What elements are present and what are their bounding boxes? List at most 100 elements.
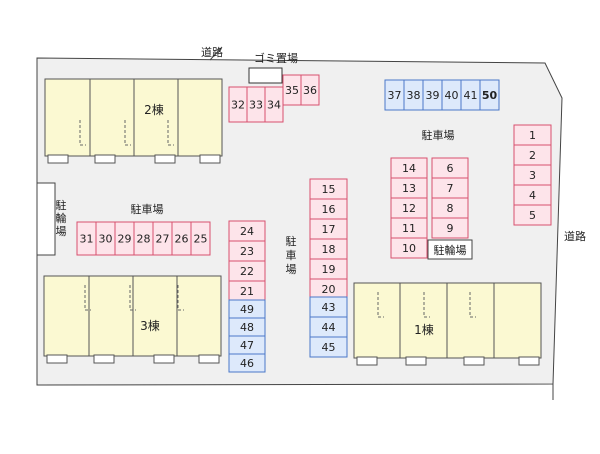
stair-mark [124, 120, 131, 146]
parking-spot-number: 27 [156, 233, 170, 246]
road-top-leader [209, 46, 223, 61]
building-1-unit [353, 282, 401, 359]
bike-area-east [427, 239, 473, 260]
parking-spot [390, 237, 428, 259]
stair-mark [79, 120, 86, 146]
parking-label-ne: 駐車場 [422, 128, 455, 142]
parking-spot [300, 74, 320, 106]
parking-spot-number: 49 [240, 303, 254, 316]
parking-spot-number: 32 [231, 99, 245, 112]
parking-spot-number: 10 [402, 242, 416, 255]
stair-mark [423, 292, 430, 318]
parking-spot-number: 45 [322, 341, 336, 354]
parking-spot-number: 37 [388, 89, 402, 102]
parking-spot-number: 8 [447, 202, 454, 215]
garbage-area [248, 67, 283, 84]
building-2-unit [177, 78, 223, 157]
parking-spot-number: 38 [407, 89, 421, 102]
parking-spot-number: 18 [322, 243, 336, 256]
parking-spot-number: 34 [267, 99, 281, 112]
building-3-label: 3棟 [140, 318, 160, 333]
parking-spot-number: 43 [322, 301, 336, 314]
parking-spot-number: 3 [529, 169, 536, 182]
building-1-unit [399, 282, 448, 359]
parking-spot-number: 1 [529, 129, 536, 142]
parking-spot-number: 35 [285, 84, 299, 97]
building-1-entrance [518, 356, 540, 366]
parking-spot-number: 7 [447, 182, 454, 195]
parking-spot-number: 22 [240, 265, 254, 278]
building-3-unit [88, 275, 134, 357]
building-2-entrance [47, 154, 69, 164]
stair-mark [84, 285, 91, 311]
garbage-label: ゴミ置場 [254, 51, 298, 65]
building-2-unit [133, 78, 179, 157]
stair-mark [129, 285, 136, 311]
building-3-unit [176, 275, 222, 357]
parking-spot-number: 50 [482, 89, 498, 102]
parking-spot-number: 33 [249, 99, 263, 112]
building-1-entrance [405, 356, 427, 366]
building-3-unit [43, 275, 90, 357]
parking-spot-number: 14 [402, 162, 416, 175]
parking-spot-number: 39 [426, 89, 440, 102]
building-3-unit [132, 275, 178, 357]
bike-area-west [36, 182, 56, 256]
road-label-top: 道路 [201, 45, 223, 59]
parking-spot-number: 9 [447, 222, 454, 235]
building-2-entrance [199, 154, 221, 164]
buildings [43, 78, 542, 366]
parking-spot-number: 47 [240, 339, 254, 352]
building-3-entrance [153, 354, 175, 364]
building-2-unit [44, 78, 91, 157]
parking-spot-number: 21 [240, 285, 254, 298]
building-2-entrance [94, 154, 116, 164]
parking-spot-number: 28 [137, 233, 151, 246]
building-2-unit [89, 78, 135, 157]
parking-spot-number: 4 [529, 189, 536, 202]
parking-spot-number: 26 [175, 233, 189, 246]
vertical-label: 駐輪場 [56, 198, 67, 238]
stair-mark [469, 292, 476, 318]
stair-mark [167, 120, 174, 146]
parking-spot-number: 12 [402, 202, 416, 215]
parking-spot [479, 79, 500, 111]
building-1-unit [493, 282, 542, 359]
building-1-entrance [356, 356, 378, 366]
road-label-right: 道路 [564, 229, 586, 243]
parking-spot-number: 29 [118, 233, 132, 246]
building-2-entrance [154, 154, 176, 164]
stair-mark [177, 285, 184, 311]
parking-spot-number: 31 [80, 233, 94, 246]
parking-spot-number: 48 [240, 321, 254, 334]
building-3-entrance [46, 354, 68, 364]
parking-spot [228, 353, 266, 373]
building-3-entrance [198, 354, 220, 364]
parking-spot [190, 221, 211, 256]
stair-mark [377, 292, 384, 318]
building-2-label: 2棟 [144, 102, 164, 117]
parking-spot-number: 25 [194, 233, 208, 246]
parking-spot-number: 41 [464, 89, 478, 102]
parking-spot-number: 2 [529, 149, 536, 162]
parking-spot-number: 5 [529, 209, 536, 222]
parking-spot-number: 16 [322, 203, 336, 216]
parking-spot-number: 19 [322, 263, 336, 276]
bike-label-east: 駐輪場 [434, 243, 467, 257]
parking-spot-number: 11 [402, 222, 416, 235]
parking-spot-number: 6 [447, 162, 454, 175]
parking-spot-number: 24 [240, 225, 254, 238]
parking-spot [513, 204, 552, 226]
building-1-unit [446, 282, 495, 359]
parking-spot-number: 23 [240, 245, 254, 258]
parking-spot-number: 13 [402, 182, 416, 195]
parking-spot [309, 336, 348, 358]
parking-spot-number: 46 [240, 357, 254, 370]
parking-spot-number: 15 [322, 183, 336, 196]
parking-spot-number: 30 [99, 233, 113, 246]
building-1-label: 1棟 [414, 322, 434, 337]
